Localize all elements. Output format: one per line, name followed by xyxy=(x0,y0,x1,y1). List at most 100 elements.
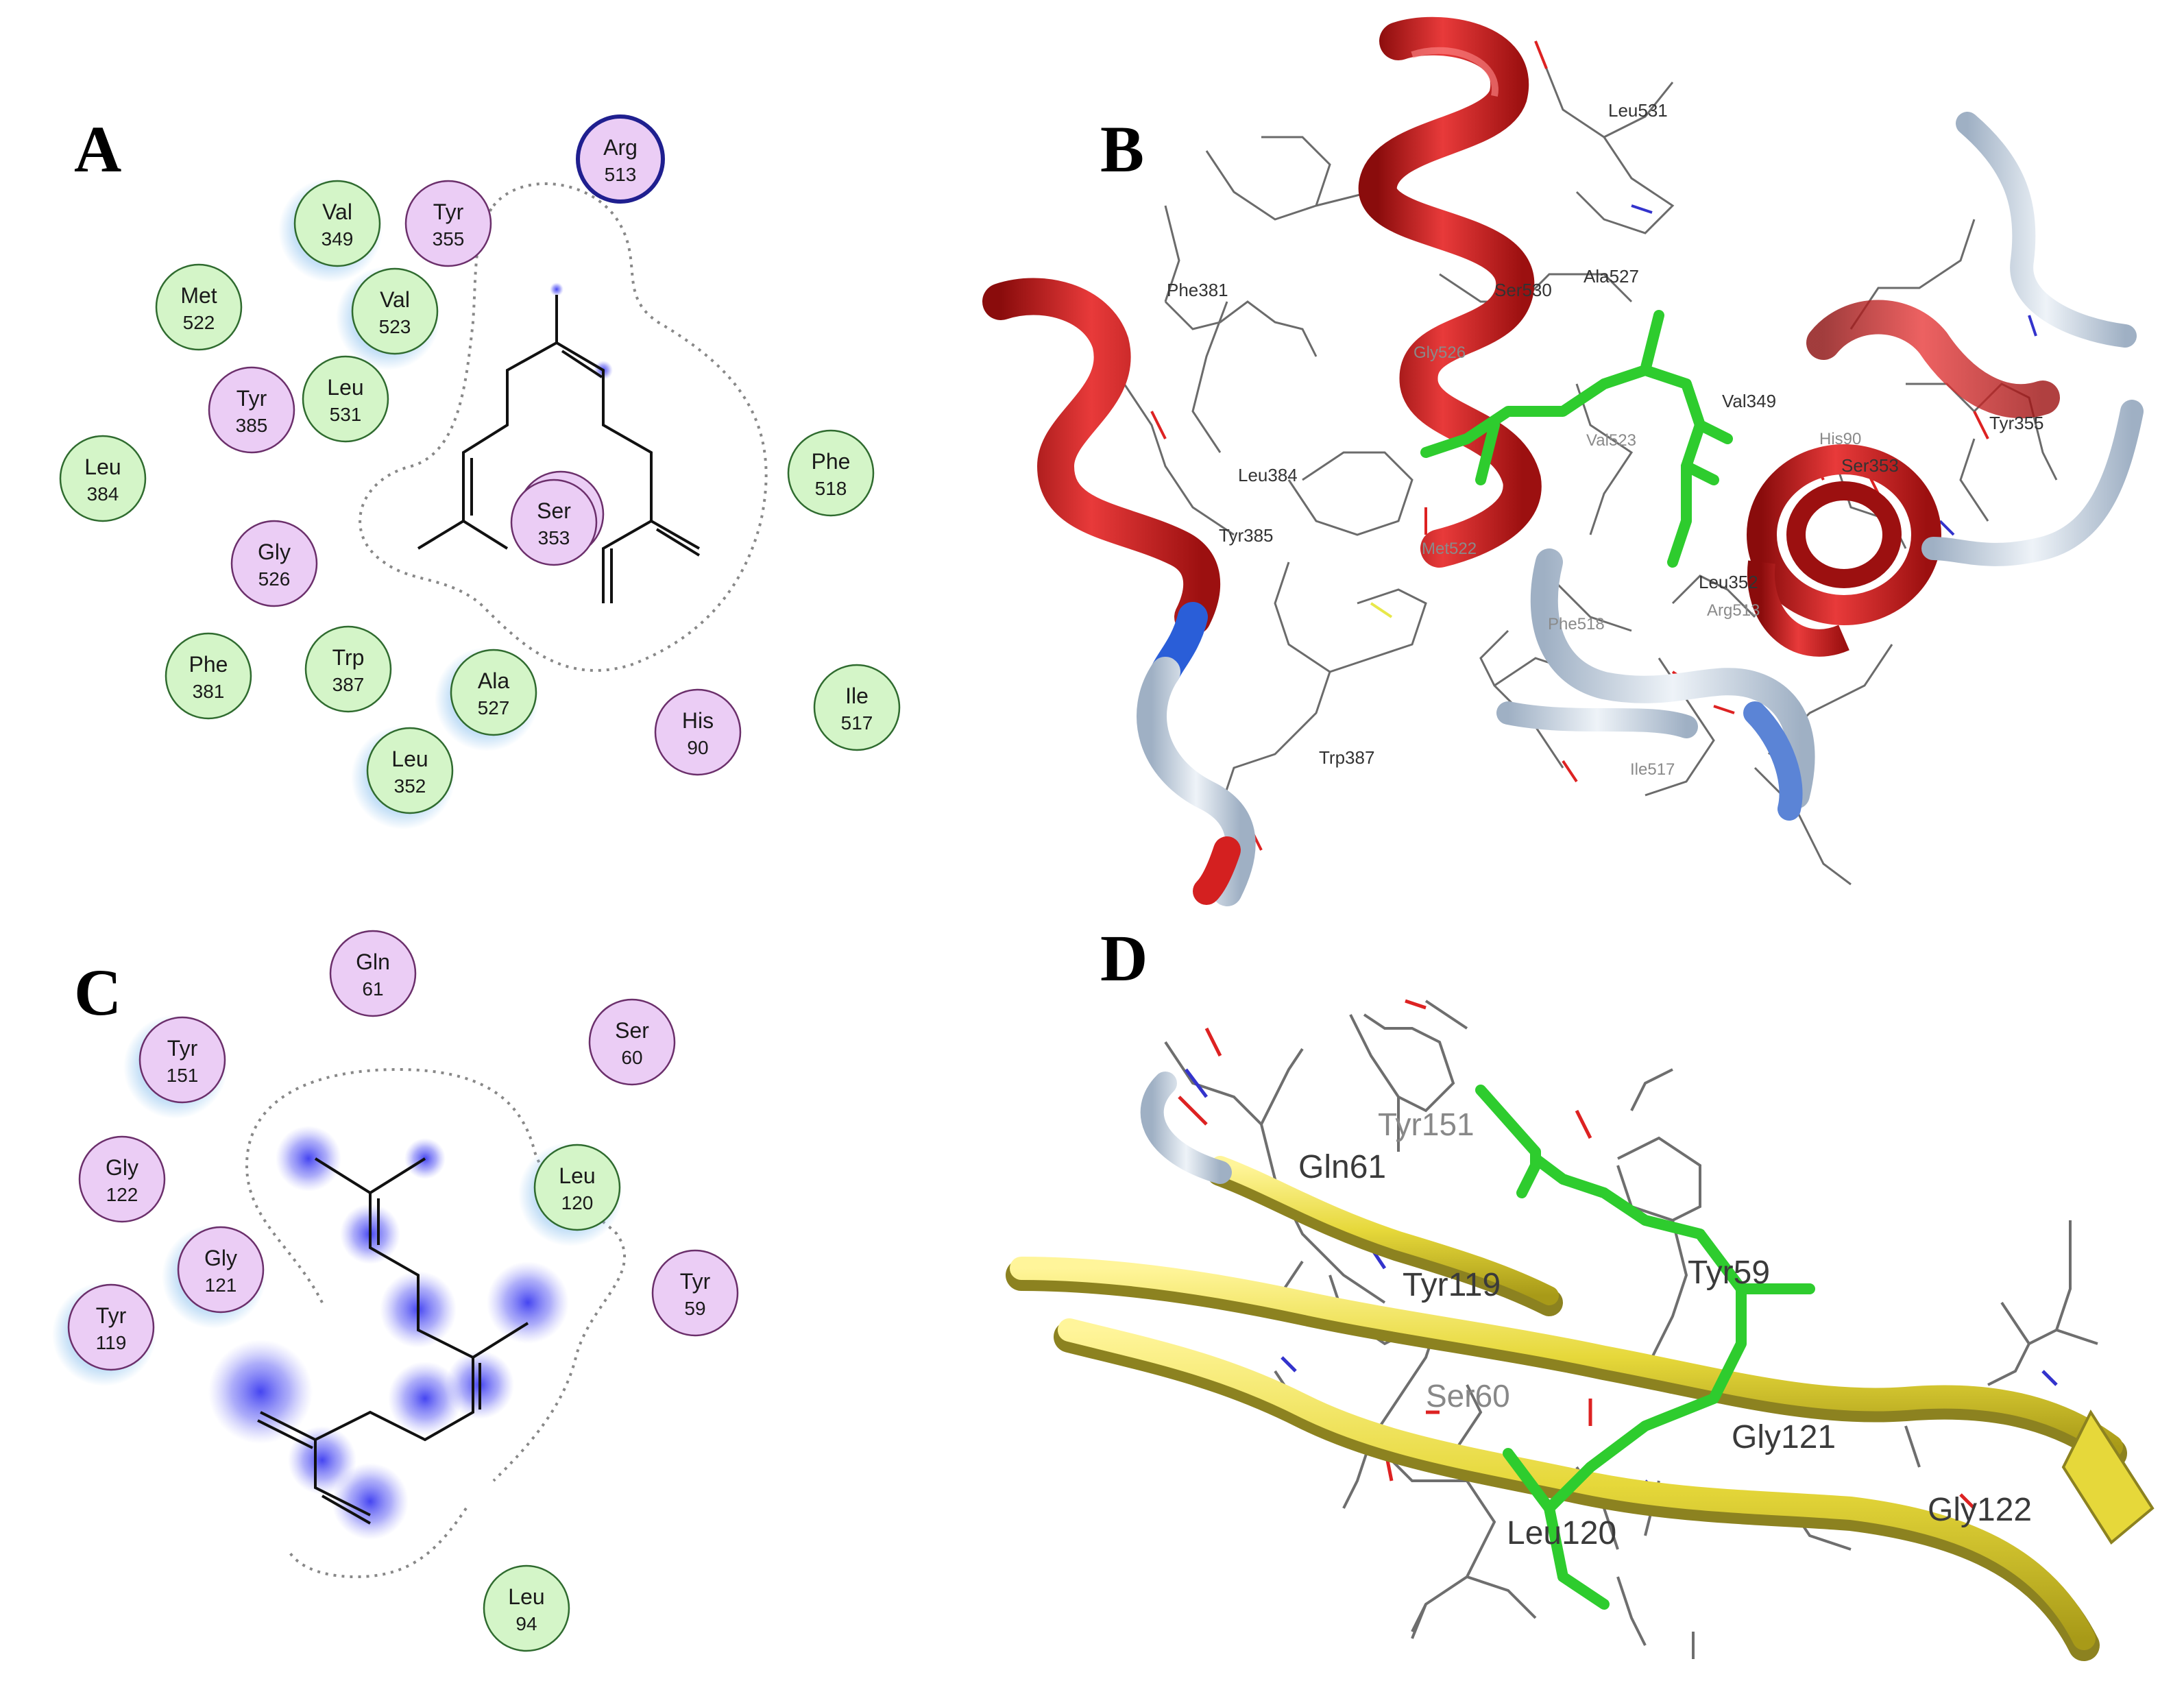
a-residue-tyr-385: Tyr385 xyxy=(208,366,295,454)
residue-number: 381 xyxy=(193,681,225,702)
binding-pocket-outline-a xyxy=(359,182,768,672)
ligand-a-solvent-dot xyxy=(550,282,563,296)
residue-number: 513 xyxy=(605,164,637,185)
residue-name: Gln xyxy=(356,950,390,974)
residue-name: Leu xyxy=(559,1163,595,1188)
ligand-a-chain xyxy=(602,520,652,603)
residue-label-leu120: Leu120 xyxy=(1507,1515,1616,1551)
residue-disc xyxy=(230,520,318,607)
residue-number: 121 xyxy=(205,1274,237,1296)
residue-number: 384 xyxy=(87,483,119,505)
residue-number: 531 xyxy=(330,404,362,425)
a-residue-ala-527: Ala527 xyxy=(435,647,539,751)
ligand-a-chain xyxy=(651,520,700,550)
residue-name: Gly xyxy=(258,540,291,564)
residue-number: 122 xyxy=(106,1184,138,1205)
residue-name: Leu xyxy=(84,455,121,479)
c-residue-gln-61: Gln61 xyxy=(329,930,417,1017)
residue-disc xyxy=(138,1016,226,1104)
residue-label-arg513: Arg513 xyxy=(1707,601,1760,620)
residue-label-val523: Val523 xyxy=(1586,431,1636,450)
residue-name: Trp xyxy=(332,645,365,670)
residue-number: 353 xyxy=(538,527,570,548)
residue-label-tyr119: Tyr119 xyxy=(1403,1267,1501,1303)
residue-number: 522 xyxy=(183,312,215,333)
residue-label-gly121: Gly121 xyxy=(1732,1419,1836,1455)
residue-number: 387 xyxy=(332,674,365,695)
helix-b-1 xyxy=(1358,16,1542,568)
residue-number: 119 xyxy=(96,1332,127,1353)
residue-label-leu531: Leu531 xyxy=(1608,100,1668,121)
ligand-a-double-bond xyxy=(561,350,603,378)
residue-name: Tyr xyxy=(680,1269,711,1294)
residue-label-gln61: Gln61 xyxy=(1298,1149,1386,1185)
residue-label-ser60: Ser60 xyxy=(1426,1378,1510,1414)
a-residue-trp-387: Trp 387 xyxy=(304,625,392,713)
residue-name: Ser xyxy=(537,498,571,523)
a-residue-leu-384: Leu 384 xyxy=(59,435,147,522)
panel-c-letter: C xyxy=(74,956,121,1029)
ligand-a-chain xyxy=(462,295,558,521)
residue-disc xyxy=(366,727,454,814)
residue-label-leu352: Leu352 xyxy=(1699,572,1758,592)
residue-label-tyr355: Tyr355 xyxy=(1989,413,2044,433)
residue-number: 523 xyxy=(379,316,411,337)
residue-disc xyxy=(67,1283,155,1371)
residue-label-tyr151: Tyr151 xyxy=(1378,1106,1475,1142)
residue-label-ser530: Ser530 xyxy=(1494,280,1552,300)
a-residue-leu-352: Leu352 xyxy=(351,725,455,830)
residue-name: Val xyxy=(322,199,352,224)
residue-disc xyxy=(813,664,901,751)
residue-disc xyxy=(208,366,295,454)
residue-name: His xyxy=(682,708,714,733)
a-residue-arg-513: Arg513 xyxy=(576,114,665,204)
residue-group-a: Arg513Val349Tyr355Met522Val523Tyr385Leu5… xyxy=(59,114,901,830)
coil-b xyxy=(1137,112,2144,906)
residue-disc xyxy=(165,632,252,720)
a-residue-ser-353: Ser 353 xyxy=(510,479,598,566)
residue-number: 385 xyxy=(236,415,268,436)
a-residue-phe-518: Phe518 xyxy=(787,429,875,517)
ligand-d xyxy=(1475,1085,1815,1610)
panel-a: A Arg513Val349Tyr355Met522Val523Tyr385Le… xyxy=(59,112,901,830)
residue-disc xyxy=(654,688,742,776)
residue-number: 59 xyxy=(684,1298,705,1319)
residue-name: Tyr xyxy=(96,1303,127,1328)
a-residue-val-349: Val 349 xyxy=(278,178,383,282)
residue-label-tyr385: Tyr385 xyxy=(1219,525,1274,546)
c-residue-tyr-119: Tyr 119 xyxy=(52,1282,156,1386)
residue-disc xyxy=(651,1249,739,1337)
residue-label-leu384: Leu384 xyxy=(1238,465,1298,485)
residue-disc xyxy=(78,1135,166,1223)
residue-number: 518 xyxy=(815,478,847,499)
residue-disc xyxy=(450,649,537,736)
helix-b-4 xyxy=(1806,300,2060,419)
residue-label-phe518: Phe518 xyxy=(1548,615,1605,633)
binding-pocket-outline-c-lower xyxy=(287,1507,468,1579)
residue-number: 349 xyxy=(321,228,354,250)
residue-label-ser353: Ser353 xyxy=(1841,455,1899,476)
residue-disc xyxy=(787,429,875,517)
helix-b-2 xyxy=(982,278,1221,687)
residue-label-phe381: Phe381 xyxy=(1167,280,1228,300)
ligand-a-chain xyxy=(417,520,465,550)
residue-name: Gly xyxy=(106,1155,138,1180)
residue-disc xyxy=(533,1144,621,1231)
residue-number: 60 xyxy=(621,1047,642,1068)
ligand-c xyxy=(257,1157,529,1525)
binding-pocket-outline-c xyxy=(245,1067,627,1482)
residue-label-val349: Val349 xyxy=(1722,391,1776,411)
residue-name: Leu xyxy=(327,375,363,400)
residue-name: Ala xyxy=(478,668,509,693)
residue-disc xyxy=(351,267,439,355)
residue-name: Ser xyxy=(615,1018,649,1043)
residue-name: Met xyxy=(180,283,217,308)
residue-name: Gly xyxy=(204,1246,237,1270)
residue-label-gly526: Gly526 xyxy=(1413,343,1466,362)
a-residue-val-523: Val523 xyxy=(336,266,440,370)
